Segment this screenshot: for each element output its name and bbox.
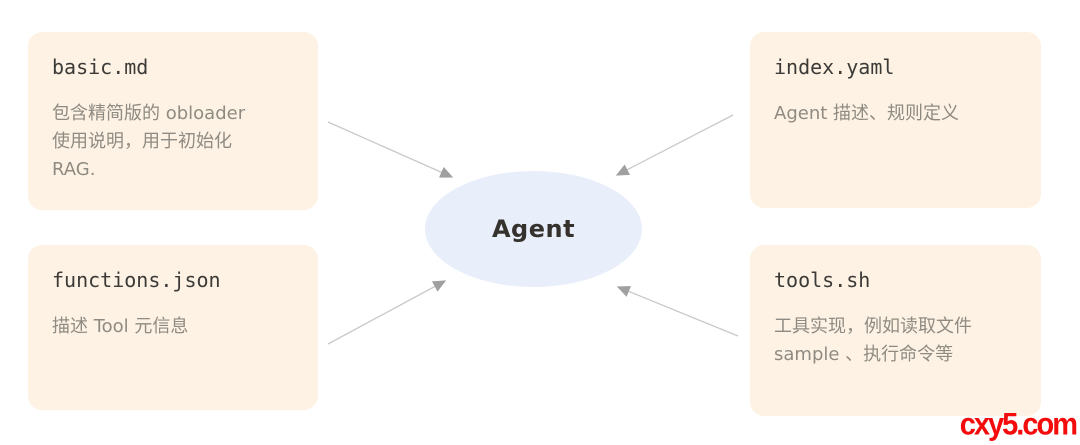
arrow-tools-to-agent: [616, 286, 739, 337]
agent-label: Agent: [491, 215, 576, 243]
node-basic-md-description: 包含精简版的 obloader 使用说明，用于初始化 RAG.: [52, 100, 294, 184]
node-basic-md: basic.md 包含精简版的 obloader 使用说明，用于初始化 RAG.: [28, 32, 318, 210]
description-line: 描述 Tool 元信息: [52, 316, 189, 337]
description-line: 使用说明，用于初始化: [52, 131, 232, 152]
node-index-yaml-title: index.yaml: [774, 55, 895, 79]
description-line: 工具实现，例如读取文件: [774, 316, 972, 337]
node-tools-sh-description: 工具实现，例如读取文件 sample 、执行命令等: [774, 313, 1017, 369]
node-functions-json: functions.json 描述 Tool 元信息: [28, 245, 318, 410]
node-functions-json-title: functions.json: [52, 268, 221, 292]
node-tools-sh-title: tools.sh: [774, 268, 871, 292]
description-line: Agent 描述、规则定义: [774, 103, 960, 124]
arrow-functions-to-agent: [327, 280, 447, 345]
arrow-index-to-agent: [615, 114, 734, 176]
arrow-basic-to-agent: [327, 121, 454, 178]
node-index-yaml-description: Agent 描述、规则定义: [774, 100, 1017, 128]
description-line: 包含精简版的 obloader: [52, 103, 246, 124]
node-tools-sh: tools.sh 工具实现，例如读取文件 sample 、执行命令等: [750, 245, 1041, 416]
node-basic-md-title: basic.md: [52, 55, 149, 79]
description-line: sample 、执行命令等: [774, 344, 954, 365]
description-line: RAG.: [52, 159, 96, 180]
node-index-yaml: index.yaml Agent 描述、规则定义: [750, 32, 1041, 208]
watermark: cxy5.com: [959, 407, 1078, 442]
node-functions-json-description: 描述 Tool 元信息: [52, 313, 294, 341]
agent-node: Agent: [425, 171, 642, 287]
